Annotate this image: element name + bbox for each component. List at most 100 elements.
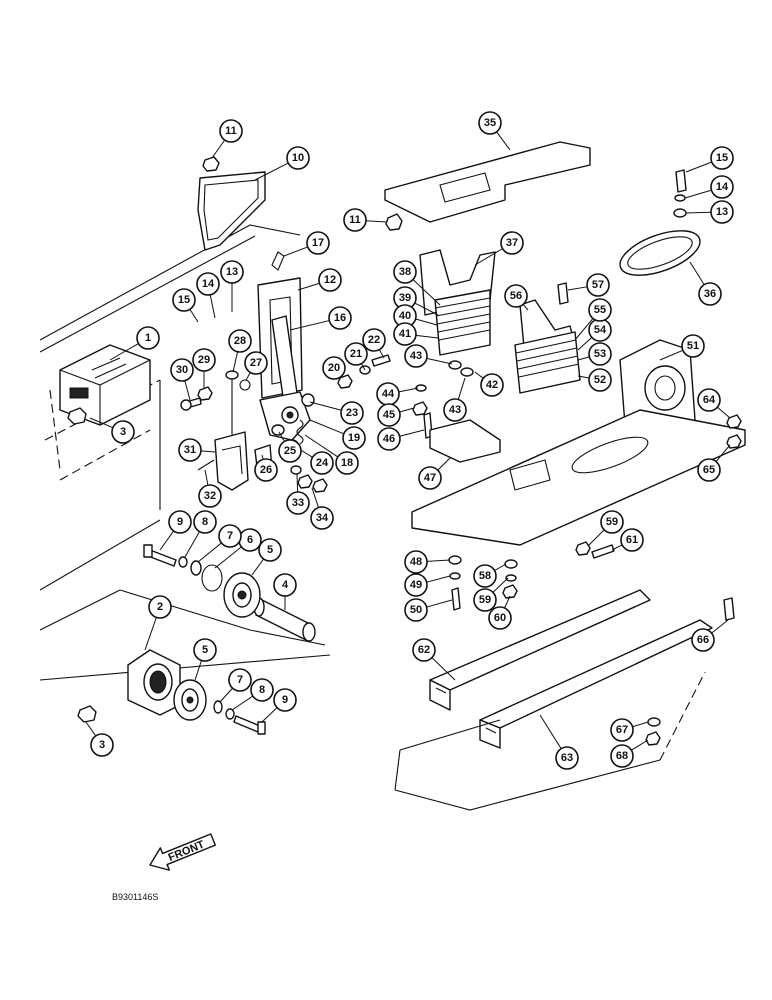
callout-5a: 5 <box>251 538 282 576</box>
callout-circle <box>404 550 428 574</box>
callout-28: 28 <box>228 329 252 373</box>
callout-circle <box>193 510 217 534</box>
callout-63: 63 <box>539 714 579 770</box>
callout-circle <box>228 329 252 353</box>
callout-circle <box>691 628 715 652</box>
part-10-side-cover <box>197 171 266 251</box>
callout-60: 60 <box>488 595 512 630</box>
part-45-nut <box>412 401 428 416</box>
part-33-washer <box>290 465 302 475</box>
callout-circle <box>335 451 359 475</box>
callout-circle <box>500 231 524 255</box>
callout-circle <box>377 403 401 427</box>
part-6-snap-ring <box>201 564 223 592</box>
callout-leader-line <box>415 318 438 326</box>
part-5-bearing-lower <box>173 679 207 721</box>
callout-number: 41 <box>399 328 411 340</box>
callout-circle <box>278 439 302 463</box>
callout-leader-line <box>360 363 366 371</box>
callout-33: 33 <box>286 473 310 515</box>
drawing-code: B9301146S <box>112 892 158 902</box>
callout-leader-line <box>539 714 562 749</box>
callout-circle <box>697 458 721 482</box>
callout-52: 52 <box>577 368 612 392</box>
callout-leader-line <box>496 131 511 151</box>
callout-number: 39 <box>399 292 411 304</box>
callout-leader-line <box>204 469 209 486</box>
callout-leader-line <box>426 575 451 583</box>
part-57-bolt <box>557 282 569 305</box>
callout-number: 17 <box>312 237 324 249</box>
callout-leader-line <box>437 457 451 471</box>
callout-circle <box>193 638 217 662</box>
callout-circle <box>412 638 436 662</box>
part-47-guide-block <box>429 419 501 463</box>
callout-leader-line <box>251 558 264 576</box>
callout-7a: 7 <box>197 524 242 563</box>
callout-number: 47 <box>424 472 436 484</box>
callout-leader-line <box>426 357 453 365</box>
callout-circle <box>168 510 192 534</box>
callout-10: 10 <box>254 146 310 181</box>
callout-number: 31 <box>184 444 196 456</box>
callout-leader-line <box>261 707 278 723</box>
callout-59a: 59 <box>587 510 624 547</box>
callout-leader-line <box>577 337 593 351</box>
callout-number: 12 <box>324 274 336 286</box>
callout-leader-line <box>254 162 289 181</box>
callout-leader-line <box>278 431 285 442</box>
callout-53: 53 <box>577 342 612 366</box>
callout-circle <box>219 119 243 143</box>
callout-43a: 43 <box>404 344 453 368</box>
callout-number: 19 <box>348 432 360 444</box>
callout-number: 3 <box>120 426 126 438</box>
callout-circle <box>178 438 202 462</box>
callout-leader-line <box>574 318 594 341</box>
part-31-yoke <box>214 431 249 491</box>
callout-35: 35 <box>478 111 511 151</box>
callout-40: 40 <box>393 304 438 328</box>
callout-38: 38 <box>393 260 441 306</box>
callout-number: 50 <box>410 604 422 616</box>
part-20-nut <box>337 374 353 389</box>
callout-leader-line <box>85 721 97 737</box>
callout-number: 56 <box>510 290 522 302</box>
callout-50: 50 <box>404 598 453 622</box>
callout-circle <box>228 668 252 692</box>
callout-circle <box>340 401 364 425</box>
part-7-washer-upper <box>190 560 202 576</box>
callout-circle <box>586 273 610 297</box>
callout-61: 61 <box>611 528 644 552</box>
callout-circle <box>170 358 194 382</box>
callout-36: 36 <box>689 261 722 306</box>
callout-number: 38 <box>399 266 411 278</box>
callout-circle <box>362 328 386 352</box>
callout-47: 47 <box>418 457 451 490</box>
callout-circle <box>681 334 705 358</box>
part-29-nut <box>197 386 213 401</box>
callout-circle <box>393 322 417 346</box>
part-63-slide-rail <box>479 619 713 749</box>
callout-number: 59 <box>606 516 618 528</box>
callout-43b: 43 <box>443 377 467 422</box>
callout-circle <box>218 524 242 548</box>
callout-leader-line <box>89 417 114 429</box>
callout-number: 61 <box>626 534 638 546</box>
callout-48: 48 <box>404 550 451 574</box>
part-2-bearing-housing <box>127 649 181 716</box>
callout-2: 2 <box>144 595 172 651</box>
callout-circle <box>393 260 417 284</box>
callout-number: 26 <box>260 464 272 476</box>
callout-number: 13 <box>716 206 728 218</box>
callout-41: 41 <box>393 322 439 346</box>
callout-number: 43 <box>449 404 461 416</box>
callout-number: 21 <box>350 348 362 360</box>
callout-49: 49 <box>404 573 451 597</box>
callout-number: 9 <box>282 694 288 706</box>
callout-circle <box>258 538 282 562</box>
callout-number: 62 <box>418 644 430 656</box>
callout-number: 54 <box>594 324 607 336</box>
callout-leader-line <box>457 377 466 400</box>
callout-leader-line <box>365 220 387 223</box>
callout-leader-line <box>189 309 199 323</box>
